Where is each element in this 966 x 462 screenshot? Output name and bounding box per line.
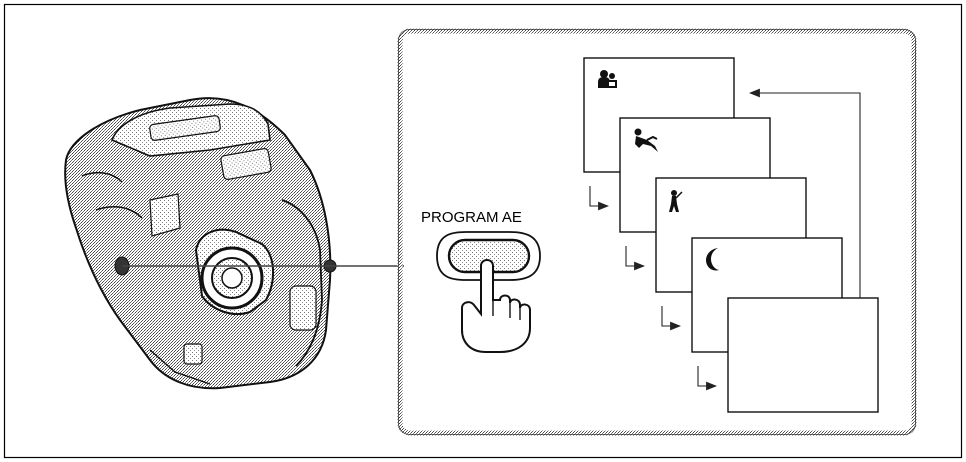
sports-icon (634, 128, 658, 152)
step-arrows (589, 186, 718, 391)
pressing-hand-icon (461, 259, 531, 353)
camcorder-illustration (64, 97, 337, 390)
screens-stack (583, 57, 879, 413)
return-arrow (748, 88, 861, 298)
screen-auto (727, 297, 879, 413)
portrait-icon (598, 70, 617, 88)
outer-frame (3, 3, 963, 459)
program-ae-label: PROGRAM AE (421, 209, 522, 226)
moon-icon (706, 248, 719, 271)
program-ae-button[interactable] (436, 231, 541, 281)
golf-icon (669, 190, 683, 212)
detail-panel (397, 28, 917, 436)
